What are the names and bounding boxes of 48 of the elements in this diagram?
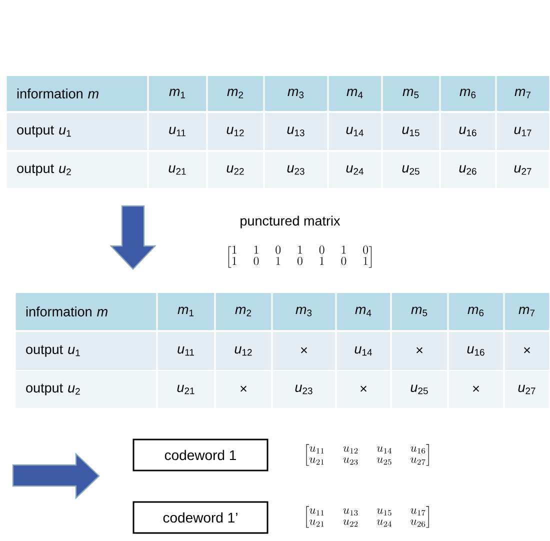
header-cell: m$_{7}$: [504, 293, 550, 330]
header-cell: m$_{4}$: [336, 293, 390, 330]
matrix-title: punctured matrix: [240, 216, 340, 228]
table-cell: u$_{17}$: [496, 113, 550, 150]
table-cell: u$_{14}$: [336, 332, 390, 370]
table-cell: u$_{16}$: [448, 332, 504, 370]
codeword-matrix: $\begin{bmatrix}u_{11}&u_{13}&u_{15}&u_{17}\\u_{21}&u_{22}&u_{24}&u_{26}\end{bmatrix}$: [306, 506, 429, 528]
table-cell: ×: [448, 371, 504, 408]
header-cell: m$_{3}$: [272, 293, 336, 330]
table-cell: u$_{11}$: [148, 113, 206, 150]
table-cell: ×: [336, 371, 390, 408]
table-cell: u$_{14}$: [328, 113, 382, 150]
header-cell: m$_{4}$: [328, 76, 382, 111]
header-cell: m$_{2}$: [208, 76, 264, 111]
header-cell: m$_{5}$: [392, 293, 448, 330]
table-cell: u$_{15}$: [382, 113, 440, 150]
table-cell: u$_{23}$: [264, 152, 328, 188]
header-cell: m$_{1}$: [158, 293, 214, 330]
table-cell: u$_{22}$: [208, 152, 264, 188]
table-cell: u$_{25}$: [382, 152, 440, 188]
table-cell: u$_{12}$: [208, 113, 264, 150]
table-cell: u$_{26}$: [440, 152, 496, 188]
header-cell: m$_{2}$: [216, 293, 272, 330]
header-cell: m$_{1}$: [148, 76, 206, 111]
codeword-box: codeword 1: [132, 438, 268, 472]
punctured-matrix: $\begin{bmatrix}1&1&0&1&0&1&0\\1&0&1&0&1&0&1\end{bmatrix}$: [228, 246, 372, 268]
header-cell: m$_{7}$: [496, 76, 550, 111]
table-cell: ×: [504, 332, 550, 370]
table-cell: u$_{23}$: [272, 371, 336, 408]
table-cell: ×: [272, 332, 336, 370]
header-cell: m$_{6}$: [448, 293, 504, 330]
table-cell: u$_{24}$: [328, 152, 382, 188]
table-cell: u$_{11}$: [158, 332, 214, 370]
codeword-box: codeword 1’: [132, 501, 268, 534]
table-cell: u$_{16}$: [440, 113, 496, 150]
header-cell: m$_{5}$: [382, 76, 440, 111]
table-cell: u$_{13}$: [264, 113, 328, 150]
header-cell: m$_{6}$: [440, 76, 496, 111]
table-cell: u$_{21}$: [158, 371, 214, 408]
table-cell: u$_{12}$: [216, 332, 272, 370]
table-cell: u$_{27}$: [504, 371, 550, 408]
codeword-matrix: $\begin{bmatrix}u_{11}&u_{12}&u_{14}&u_{16}\\u_{21}&u_{23}&u_{25}&u_{27}\end{bmatrix}$: [306, 444, 429, 466]
table-cell: u$_{25}$: [392, 371, 448, 408]
table-cell: ×: [392, 332, 448, 370]
table-cell: u$_{27}$: [496, 152, 550, 188]
table-cell: ×: [216, 371, 272, 408]
header-cell: m$_{3}$: [264, 76, 328, 111]
table-cell: u$_{21}$: [148, 152, 206, 188]
